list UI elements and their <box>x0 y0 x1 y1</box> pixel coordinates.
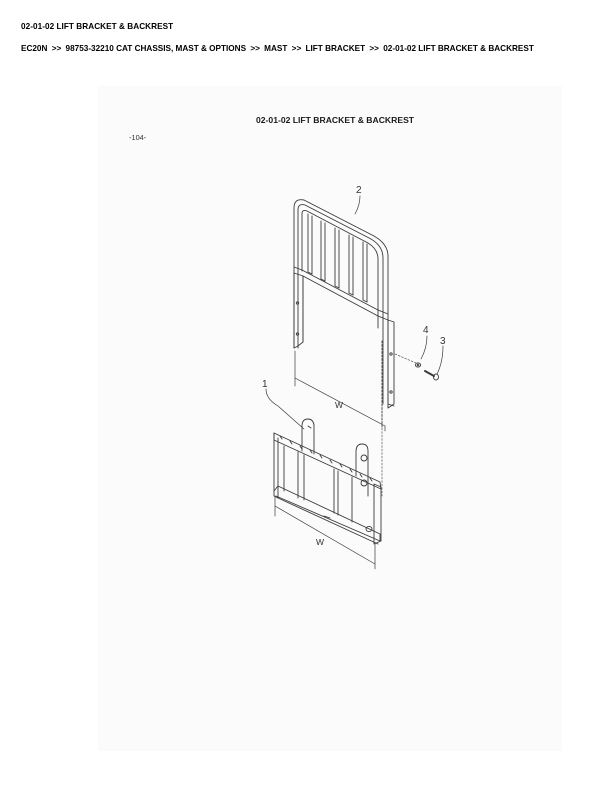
breadcrumb-separator: >> <box>51 44 62 53</box>
washer-part[interactable] <box>414 362 422 368</box>
page-number: -104- <box>129 133 147 142</box>
breadcrumb-separator: >> <box>250 44 260 53</box>
breadcrumb-item-catalog[interactable]: 98753-32210 CAT CHASSIS, MAST & OPTIONS <box>65 44 247 53</box>
breadcrumb-separator: >> <box>369 44 379 53</box>
bracket-width-label: W <box>316 537 324 547</box>
breadcrumb: EC20N >> 98753-32210 CAT CHASSIS, MAST &… <box>21 44 534 53</box>
callout-3[interactable]: 3 <box>440 336 446 347</box>
lift-bracket-part[interactable] <box>273 418 382 545</box>
breadcrumb-separator: >> <box>291 44 302 53</box>
breadcrumb-item-lift-bracket[interactable]: LIFT BRACKET <box>305 44 366 53</box>
bracket-width-dimension <box>274 495 376 570</box>
diagram-panel: 02-01-02 LIFT BRACKET & BACKREST -104- <box>98 86 562 751</box>
callout-leaders <box>265 195 444 430</box>
backrest-part[interactable] <box>293 199 395 429</box>
fastener-leader <box>394 353 417 364</box>
bolt-part[interactable] <box>424 370 439 381</box>
diagram-title: 02-01-02 LIFT BRACKET & BACKREST <box>256 115 415 125</box>
backrest-width-label: W <box>335 400 343 410</box>
callout-2[interactable]: 2 <box>356 185 362 196</box>
callout-4[interactable]: 4 <box>423 325 429 336</box>
breadcrumb-item-model[interactable]: EC20N <box>21 44 48 53</box>
breadcrumb-item-current: 02-01-02 LIFT BRACKET & BACKREST <box>383 44 534 53</box>
breadcrumb-item-mast[interactable]: MAST <box>264 44 288 53</box>
callout-1[interactable]: 1 <box>262 379 268 390</box>
exploded-parts-drawing: 2 4 3 1 W W <box>262 185 446 570</box>
page-title: 02-01-02 LIFT BRACKET & BACKREST <box>21 22 174 31</box>
backrest-width-dimension <box>294 350 386 432</box>
